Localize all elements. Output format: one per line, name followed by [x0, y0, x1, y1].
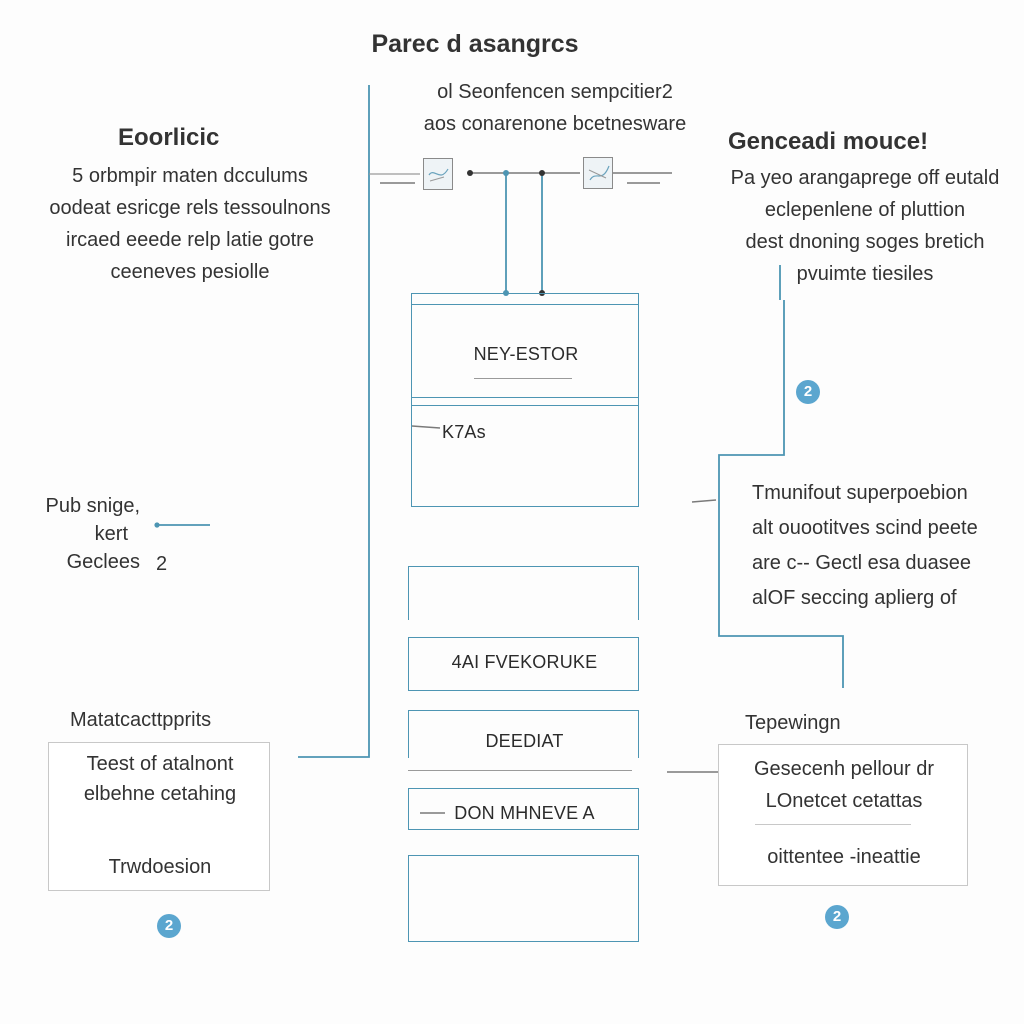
- right-mid-line: Tmunifout superpoebion: [752, 482, 968, 504]
- top-note: ol Seonfencen sempcitier2 aos conarenone…: [390, 76, 720, 140]
- left-text-line: ircaed eeede relp latie gotre: [66, 229, 314, 251]
- left-text-line: 5 orbmpir maten dcculums: [72, 165, 308, 187]
- right-text-line: pvuimte tiesiles: [796, 263, 934, 285]
- left-mid-line: Geclees: [66, 551, 140, 573]
- component-icon: [583, 157, 613, 189]
- left-text-line: ceeneves pesiolle: [110, 261, 270, 283]
- right-card-heading: Tepewingn: [745, 712, 841, 734]
- right-text-line: Pa yeo arangaprege off eutald: [730, 167, 1000, 189]
- right-card-text: Gesecenh pellour dr LOnetcet cetattas: [719, 753, 969, 817]
- left-mid-line: Pub snige,: [45, 495, 140, 517]
- center-box-2-label: K7As: [442, 422, 486, 442]
- center-box-top[interactable]: NEY-ESTOR: [411, 293, 639, 406]
- center-box-6-label: DON MHNEVE A: [454, 803, 595, 823]
- component-icon: [423, 158, 453, 190]
- step-badge: 2: [796, 380, 820, 404]
- right-card-line: LOnetcet cetattas: [765, 790, 923, 812]
- right-card[interactable]: Gesecenh pellour dr LOnetcet cetattas oi…: [718, 744, 968, 886]
- left-card-text: Teest of atalnont elbehne cetahing: [49, 749, 271, 809]
- right-text-line: dest dnoning soges bretich: [745, 231, 985, 253]
- right-card-footer: oittentee -ineattie: [767, 846, 921, 868]
- left-card-line: elbehne cetahing: [83, 783, 237, 805]
- right-card-line: Gesecenh pellour dr: [753, 758, 935, 780]
- right-mid-line: alOF seccing aplierg of: [752, 587, 957, 609]
- divider: [408, 770, 632, 771]
- left-card[interactable]: Teest of atalnont elbehne cetahing Trwdo…: [48, 742, 270, 891]
- top-note-line: aos conarenone bcetnesware: [423, 113, 687, 135]
- center-box-3[interactable]: [408, 566, 639, 620]
- left-text: 5 orbmpir maten dcculums oodeat esricge …: [20, 160, 360, 288]
- step-badge: 2: [157, 914, 181, 938]
- left-mid-number: 2: [156, 553, 168, 575]
- left-heading: Eoorlicic: [118, 124, 220, 151]
- center-box-6[interactable]: DON MHNEVE A: [408, 788, 639, 830]
- left-card-line: Teest of atalnont: [86, 753, 234, 775]
- top-note-line: ol Seonfencen sempcitier2: [437, 81, 673, 103]
- center-box-4[interactable]: 4AI FVEKORUKE: [408, 637, 639, 691]
- diagram-title: Parec d asangrcs: [371, 30, 579, 58]
- left-card-footer: Trwdoesion: [108, 856, 212, 878]
- right-mid-text: Tmunifout superpoebion alt ouootitves sc…: [752, 476, 978, 616]
- center-box-5[interactable]: DEEDIAT: [408, 710, 639, 758]
- right-mid-line: are c-- Gectl esa duasee: [752, 552, 971, 574]
- right-mid-line: alt ouootitves scind peete: [752, 517, 978, 539]
- left-text-line: oodeat esricge rels tessoulnons: [49, 197, 331, 219]
- divider: [755, 824, 911, 825]
- center-box-2[interactable]: K7As: [411, 397, 639, 507]
- step-badge: 2: [825, 905, 849, 929]
- right-heading: Genceadi mouce!: [728, 128, 929, 155]
- left-mid-text: Pub snige, kert Geclees: [20, 492, 140, 576]
- right-text-line: eclepenlene of pluttion: [764, 199, 966, 221]
- center-box-4-label: 4AI FVEKORUKE: [451, 652, 598, 672]
- right-text: Pa yeo arangaprege off eutald eclepenlen…: [706, 162, 1024, 290]
- left-mid-line: kert: [94, 523, 128, 545]
- center-box-bottom[interactable]: [408, 855, 639, 942]
- left-card-heading: Matatcacttpprits: [70, 709, 212, 731]
- center-box-5-label: DEEDIAT: [485, 731, 564, 751]
- center-box-top-label: NEY-ESTOR: [473, 344, 579, 364]
